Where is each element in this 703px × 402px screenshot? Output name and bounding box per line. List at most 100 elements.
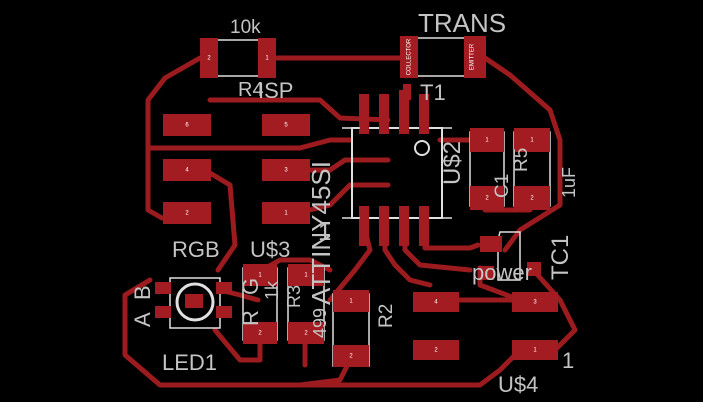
u4-pad-1 <box>512 340 558 360</box>
r1k-pad-1-label: 1 <box>258 273 262 279</box>
isp-pad-2-label: 2 <box>185 211 189 217</box>
trace-r4-isp6 <box>145 55 203 221</box>
ic-pin-5 <box>419 94 429 134</box>
label-c1: C1 <box>492 174 513 198</box>
trace-isp4 <box>202 167 238 273</box>
r2-resistor: 1 2 <box>332 290 370 367</box>
r4-pad-1 <box>258 38 276 78</box>
label-1uf: 1uF <box>559 167 579 198</box>
label-u4: U$4 <box>498 372 538 397</box>
ic-pin-2 <box>379 206 389 246</box>
trace-isp3-ic <box>295 157 391 173</box>
led-pad-g <box>216 306 232 318</box>
label-tc1: TC1 <box>547 235 574 280</box>
c1-capacitor: 1 2 <box>469 128 505 210</box>
label-1k: 1k <box>262 280 282 300</box>
c1-pad-2-label: 2 <box>485 196 489 202</box>
r2-pad-1-label: 1 <box>349 299 353 305</box>
c1-pad-2 <box>470 186 504 210</box>
r3-resistor: 1 2 <box>287 264 325 344</box>
label-499: 499 <box>310 308 330 338</box>
trace-power-r <box>532 269 578 353</box>
c1-pad-1-label: 1 <box>485 138 489 144</box>
r1k-resistor: 1 2 <box>242 264 278 344</box>
trace-left-loop <box>122 277 523 388</box>
u4-pad-3-label: 3 <box>533 300 537 306</box>
t1-pad-collector <box>400 36 418 78</box>
label-led1: LED1 <box>162 350 217 375</box>
trace-r1k-led <box>212 327 263 363</box>
label-10k: 10k <box>230 17 261 38</box>
power-pad-c <box>527 262 541 276</box>
u4-pad-2 <box>413 340 459 360</box>
ic-pin-8 <box>359 94 369 134</box>
c1-pad-1 <box>470 128 504 152</box>
ic-pin-3 <box>399 206 409 246</box>
t1-collector-label: COLLECTOR <box>407 38 413 75</box>
ic-pin-4 <box>419 206 429 246</box>
r5-resistor: 1 2 <box>513 128 551 210</box>
label-u2: U$2 <box>439 141 466 185</box>
isp-pad-1 <box>262 202 310 224</box>
isp-header: 6 5 4 3 2 1 <box>163 114 310 224</box>
label-led-a: A <box>130 312 155 327</box>
label-ic-pin1: 1 <box>318 219 331 246</box>
led-pad-b <box>155 306 171 318</box>
u4-pad-3 <box>512 292 558 312</box>
label-r5: R5 <box>511 148 532 172</box>
r3-pad-1-label: 1 <box>304 273 308 279</box>
label-led-b: B <box>130 285 155 300</box>
trace-isp5-ic <box>207 97 391 123</box>
rgb-led <box>155 277 232 329</box>
power-pad-a <box>480 236 502 252</box>
label-r4: R4 <box>238 79 264 101</box>
trace-trans-right <box>482 55 563 253</box>
r5-pad-2 <box>514 186 550 210</box>
u4-pad-4 <box>413 292 459 312</box>
led-center <box>185 294 203 308</box>
r4-pad-1-label: 1 <box>265 56 269 62</box>
label-rgb: RGB <box>172 237 220 262</box>
power-led <box>478 231 541 281</box>
r4-resistor: 2 1 <box>200 38 276 78</box>
label-u3: U$3 <box>250 237 290 262</box>
isp-pad-4-label: 4 <box>185 168 189 174</box>
isp-pad-4 <box>163 159 211 181</box>
label-isp: ISP <box>258 78 293 103</box>
r3-pad-1 <box>288 264 324 286</box>
label-attiny45: ATTINY45SI <box>306 161 336 305</box>
led-pad-r <box>216 282 232 294</box>
r2-pad-2-label: 2 <box>349 354 353 360</box>
r5-pad-2-label: 2 <box>530 196 534 202</box>
r4-pad-2 <box>200 38 218 78</box>
isp-pad-6-label: 6 <box>185 123 189 129</box>
label-trans: TRANS <box>418 8 506 38</box>
label-led-g: G <box>238 278 263 295</box>
ic-pin-6 <box>399 90 409 134</box>
isp-pad-5-label: 5 <box>284 123 288 129</box>
ic-pin-1 <box>359 206 369 246</box>
ic-pin-7 <box>379 94 389 134</box>
ic-attiny45 <box>342 90 452 246</box>
silkscreen-labels: 10k TRANS R4 ISP T1 ATTINY45SI U$2 1 C1 … <box>130 8 579 397</box>
isp-pad-3-label: 3 <box>284 168 288 174</box>
label-r3: R3 <box>284 285 304 308</box>
u4-connector: 4 3 2 1 <box>413 292 558 360</box>
label-led-r: R <box>238 310 263 326</box>
trace-ic-bottom4 <box>422 227 481 251</box>
trace-isp6-line <box>145 137 353 151</box>
u4-pad-1-label: 1 <box>533 348 537 354</box>
r1k-pad-2-label: 2 <box>258 331 262 337</box>
r3-pad-2 <box>288 322 324 344</box>
trace-isp1-ic <box>295 182 391 216</box>
label-r2: R2 <box>376 304 397 328</box>
label-power: power <box>472 260 532 285</box>
power-pad-b <box>478 266 494 280</box>
isp-pad-1-label: 1 <box>284 211 288 217</box>
r5-pad-1 <box>514 128 550 152</box>
led-pad-a <box>155 282 171 294</box>
r5-pad-1-label: 1 <box>530 138 534 144</box>
r4-pad-2-label: 2 <box>207 56 211 62</box>
